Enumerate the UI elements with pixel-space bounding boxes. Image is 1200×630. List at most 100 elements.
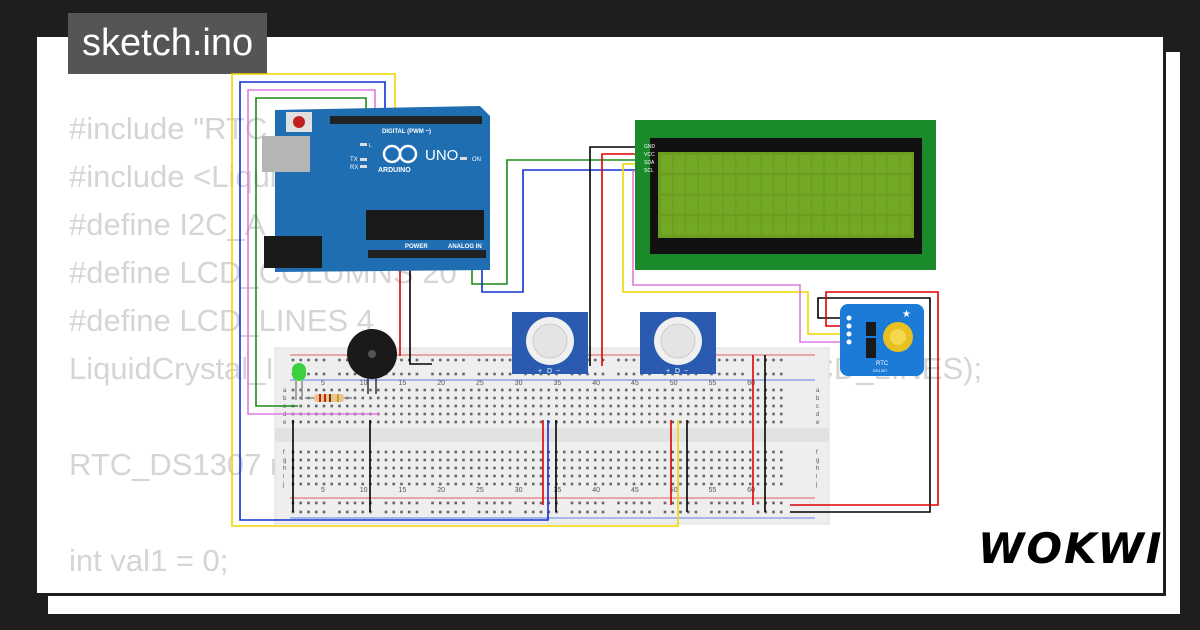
wire-black-lcd [589, 146, 643, 366]
usb-port-icon [262, 136, 310, 172]
breadboard-row-label: i [816, 474, 817, 480]
svg-text:VCC: VCC [644, 152, 655, 158]
star-logo-icon: ★ [902, 309, 911, 320]
lcd-display[interactable]: GND VCC SDA SCL [635, 120, 936, 270]
breadboard-column-label: 5 [321, 380, 325, 387]
breadboard-column-label: 60 [747, 487, 755, 494]
wire-black-rtc [790, 297, 931, 513]
code-line: #define I2C_A [69, 207, 266, 242]
breadboard-column-label: 35 [554, 487, 562, 494]
svg-text:GND: GND [644, 144, 656, 150]
breadboard-column-label: 40 [592, 380, 600, 387]
breadboard-column-label: 60 [747, 380, 755, 387]
breadboard-row-label: b [283, 396, 287, 402]
breadboard-row-label: h [283, 466, 286, 472]
wire-blue-lcd [481, 169, 643, 293]
wire-pink-rtc [632, 170, 845, 343]
breadboard-column-label: 50 [670, 380, 678, 387]
breadboard-row-label: a [816, 388, 820, 394]
svg-text:−: − [684, 368, 688, 375]
breadboard-row-label: g [816, 458, 819, 464]
wire-blue-left [239, 81, 549, 521]
breadboard-column-label: 20 [437, 487, 445, 494]
svg-text:−: − [556, 368, 560, 375]
breadboard-row-label: d [816, 412, 819, 418]
wire-red-rtc [790, 291, 939, 506]
code-line: int val1 = 0; [69, 543, 229, 578]
wire-yellow-left [231, 73, 679, 527]
svg-text:DIGITAL (PWM ~): DIGITAL (PWM ~) [382, 129, 431, 135]
breadboard-row-label: j [815, 482, 817, 488]
buzzer[interactable] [347, 329, 397, 394]
wire-pink-left [247, 89, 380, 415]
breadboard-column-label: 15 [399, 487, 407, 494]
reset-button-icon [293, 116, 305, 128]
wire-yellow-rtc [622, 163, 845, 335]
board-name: UNO [425, 147, 458, 164]
code-line: #include <Liquid [69, 159, 294, 194]
svg-text:ANALOG IN: ANALOG IN [448, 244, 482, 250]
breadboard-column-label: 30 [515, 487, 523, 494]
arduino-uno[interactable]: UNO ARDUINO DIGITAL (PWM ~) POWER ANALOG… [262, 106, 490, 272]
wire-black-gnd [409, 268, 432, 365]
wokwi-logo: WOKWI [978, 524, 1164, 573]
wire-green-lcd [471, 159, 643, 285]
breadboard-row-label: e [283, 420, 287, 426]
breadboard-row-label: i [283, 474, 284, 480]
rtc-module[interactable]: RTC DS1307 ★ [840, 304, 924, 376]
breadboard-row-label: c [283, 404, 286, 410]
green-led[interactable] [292, 363, 306, 400]
breadboard-row-label: h [816, 466, 819, 472]
breadboard-column-label: 20 [437, 380, 445, 387]
breadboard-column-label: 45 [631, 487, 639, 494]
svg-text:POWER: POWER [405, 244, 428, 250]
pir-sensor-1[interactable]: + D − [512, 312, 588, 375]
code-line: #include "RTC [69, 111, 268, 146]
svg-text:TX: TX [350, 157, 358, 163]
breadboard-column-label: 30 [515, 380, 523, 387]
breadboard-column-label: 25 [476, 380, 484, 387]
svg-text:L: L [369, 143, 372, 149]
power-jack-icon [264, 236, 322, 268]
breadboard-column-label: 35 [554, 380, 562, 387]
wire-green-left [255, 97, 367, 407]
svg-text:ON: ON [472, 157, 481, 163]
breadboard-column-label: 55 [709, 487, 717, 494]
svg-text:+: + [538, 368, 542, 375]
resistor[interactable] [305, 394, 352, 402]
svg-text:SCL: SCL [644, 168, 654, 174]
breadboard-column-label: 25 [476, 487, 484, 494]
breadboard-row-label: c [816, 404, 819, 410]
breadboard-row-label: b [816, 396, 820, 402]
sketch-title[interactable]: sketch.ino [68, 13, 268, 74]
breadboard-column-label: 5 [321, 487, 325, 494]
svg-text:DS1307: DS1307 [873, 368, 888, 373]
wires [231, 73, 939, 527]
breadboard-column-label: 40 [592, 487, 600, 494]
atmega-chip-icon [366, 210, 484, 240]
breadboard-row-label: e [816, 420, 820, 426]
pir-sensor-2[interactable]: + D − [640, 312, 716, 375]
breadboard-row-label: f [816, 450, 818, 456]
svg-text:RX: RX [350, 165, 358, 171]
code-line: #define LCD_LINES 4 [69, 303, 375, 338]
svg-text:+: + [666, 368, 670, 375]
preview-card: #include "RTC #include <Liquid #define I… [34, 34, 1166, 596]
svg-text:SDA: SDA [644, 160, 655, 166]
breadboard-row-label: f [283, 450, 285, 456]
svg-text:D: D [547, 368, 552, 375]
breadboard-column-label: 10 [360, 487, 368, 494]
breadboard-column-label: 50 [670, 487, 678, 494]
infinity-logo-icon [382, 144, 418, 164]
code-line: int val2 = 0; [69, 591, 228, 593]
breadboard-row-label: d [283, 412, 286, 418]
svg-text:D: D [675, 368, 680, 375]
breadboard-column-label: 10 [360, 380, 368, 387]
svg-text:RTC: RTC [876, 361, 889, 367]
breadboard-row-label: g [283, 458, 286, 464]
breadboard-column-label: 15 [399, 380, 407, 387]
board-maker: ARDUINO [378, 167, 411, 174]
breadboard-row-label: a [283, 388, 287, 394]
breadboard-column-label: 45 [631, 380, 639, 387]
